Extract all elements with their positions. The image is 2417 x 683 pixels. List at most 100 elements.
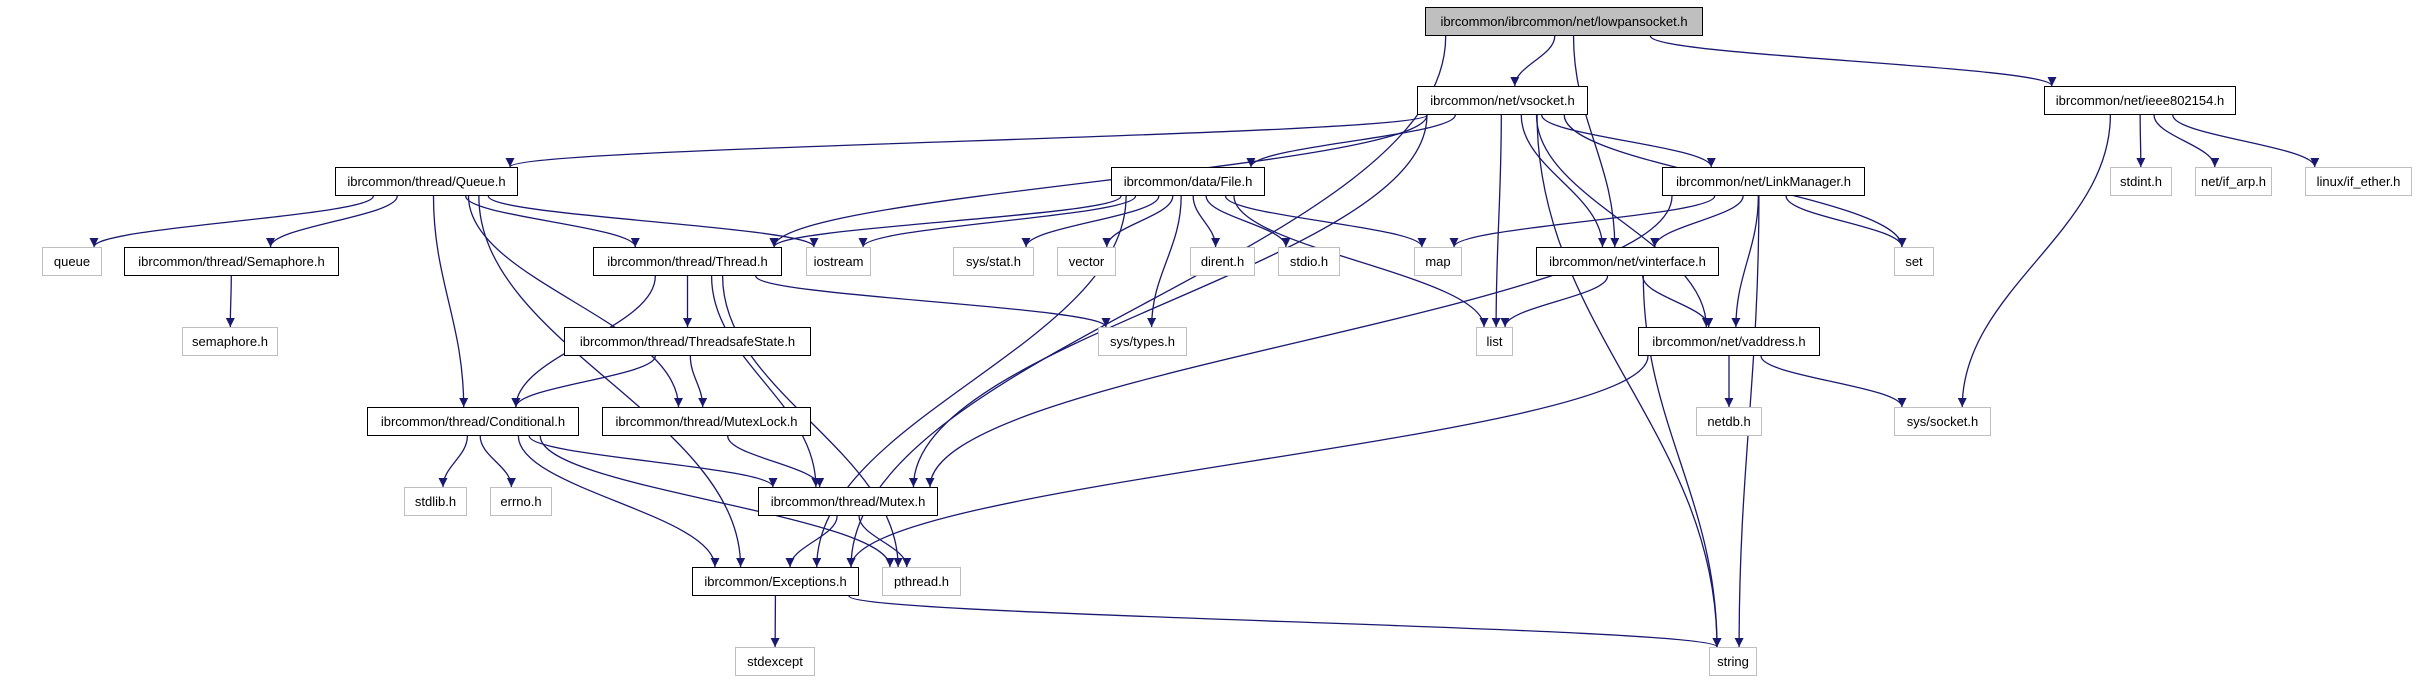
node-label: ibrcommon/net/LinkManager.h [1676,174,1851,189]
edge-file-h-to-sys-types [1147,195,1182,328]
node-stdint: stdint.h [2110,167,2172,196]
node-iostream: iostream [806,247,871,276]
node-label: iostream [813,254,864,269]
node-label: ibrcommon/thread/Queue.h [347,174,506,189]
edge-queue-h-to-exceptions [478,195,746,568]
node-linkmanager[interactable]: ibrcommon/net/LinkManager.h [1662,167,1865,196]
node-label: ibrcommon/net/vinterface.h [1549,254,1706,269]
node-label: ibrcommon/thread/ThreadsafeState.h [579,334,796,349]
node-semaphore: semaphore.h [182,327,278,356]
node-sys-socket: sys/socket.h [1894,407,1991,436]
node-vsocket[interactable]: ibrcommon/net/vsocket.h [1417,86,1588,115]
edge-file-h-to-dirent [1192,195,1221,248]
edge-linkmanager-to-set [1785,195,1907,248]
node-file-h[interactable]: ibrcommon/data/File.h [1111,167,1265,196]
edges-layer [89,35,2320,648]
edge-vsocket-to-vinterface [1520,114,1607,248]
edge-conditional-to-mutex [528,435,778,488]
node-stdexcept: stdexcept [735,647,815,676]
edge-file-h-to-thread-h [769,195,1122,248]
node-conditional[interactable]: ibrcommon/thread/Conditional.h [367,407,579,436]
node-if-arp: net/if_arp.h [2195,167,2272,196]
edge-queue-h-to-iostream [487,195,819,248]
node-mutexlock[interactable]: ibrcommon/thread/MutexLock.h [602,407,811,436]
edge-file-h-to-map [1224,195,1427,248]
edge-vsocket-to-list [1491,114,1502,328]
edge-queue-h-to-queue [89,195,374,248]
node-stdlib: stdlib.h [404,487,467,516]
node-label: ibrcommon/thread/Mutex.h [770,494,926,509]
edge-file-h-to-stdio [1205,195,1291,248]
node-string: string [1709,647,1757,676]
node-exceptions[interactable]: ibrcommon/Exceptions.h [692,567,859,596]
node-thread-h[interactable]: ibrcommon/thread/Thread.h [593,247,782,276]
edge-queue-h-to-thread-h [465,195,640,248]
edge-conditional-to-errno [479,435,516,488]
edge-ieee802154-to-stdint [2136,114,2146,168]
node-vaddress[interactable]: ibrcommon/net/vaddress.h [1638,327,1820,356]
node-label: ibrcommon/ibrcommon/net/lowpansocket.h [1440,14,1688,29]
edge-vsocket-to-file-h [1246,114,1456,168]
node-label: sys/types.h [1109,334,1176,349]
edge-vinterface-to-vaddress [1642,275,1714,328]
edge-linkmanager-to-mutex [925,195,1673,488]
node-sys-stat: sys/stat.h [953,247,1034,276]
node-map: map [1414,247,1462,276]
edge-vsocket-to-vaddress [1535,114,1711,328]
node-mutex[interactable]: ibrcommon/thread/Mutex.h [758,487,938,516]
node-dirent: dirent.h [1190,247,1255,276]
edge-linkmanager-to-map [1449,195,1716,248]
edge-file-h-to-vector [1102,195,1174,248]
edge-queue-h-to-conditional [432,195,469,408]
edge-queue-h-to-semaphore-h [266,195,398,248]
edge-conditional-to-stdlib [438,435,469,488]
node-label: errno.h [500,494,542,509]
node-vector: vector [1057,247,1116,276]
node-label: net/if_arp.h [2200,174,2267,189]
node-pthread: pthread.h [882,567,961,596]
node-label: string [1717,654,1749,669]
edge-lowpansocket-to-vsocket [1510,35,1556,87]
node-semaphore-h[interactable]: ibrcommon/thread/Semaphore.h [124,247,339,276]
edge-queue-h-to-mutexlock [467,195,683,408]
node-label: queue [53,254,91,269]
node-label: ibrcommon/net/ieee802154.h [2055,93,2225,108]
node-label: stdio.h [1289,254,1329,269]
node-label: ibrcommon/net/vsocket.h [1430,93,1575,108]
node-queue-h[interactable]: ibrcommon/thread/Queue.h [335,167,518,196]
edge-mutex-to-pthread [858,515,912,568]
edge-lowpansocket-to-ieee802154 [1649,35,2057,87]
edge-thread-h-to-mutex [710,275,821,488]
edge-exceptions-to-string [848,595,1722,648]
edge-file-h-to-sys-stat [1021,195,1160,248]
edge-file-h-to-iostream [858,195,1137,248]
node-label: semaphore.h [192,334,268,349]
node-label: set [1905,254,1923,269]
edge-vsocket-to-string [1536,114,1722,648]
node-ieee802154[interactable]: ibrcommon/net/ieee802154.h [2044,86,2236,115]
edge-file-h-to-list [1233,195,1489,328]
node-label: dirent.h [1200,254,1245,269]
edge-vsocket-to-linkmanager [1541,114,1716,168]
node-list: list [1476,327,1513,356]
edge-ieee802154-to-if-ether [2172,114,2320,168]
edge-mutexlock-to-mutex [727,435,825,488]
node-label: linux/if_ether.h [2316,174,2401,189]
node-netdb: netdb.h [1696,407,1762,436]
node-label: stdlib.h [414,494,457,509]
edge-conditional-to-pthread [539,435,895,568]
edge-vsocket-to-queue-h [505,114,1428,168]
node-if-ether: linux/if_ether.h [2305,167,2412,196]
node-label: ibrcommon/thread/Conditional.h [380,414,566,429]
edge-threadsafestate-to-mutexlock [689,355,708,408]
node-threadsafestate[interactable]: ibrcommon/thread/ThreadsafeState.h [564,327,811,356]
node-lowpansocket[interactable]: ibrcommon/ibrcommon/net/lowpansocket.h [1425,7,1703,36]
node-stdio: stdio.h [1278,247,1340,276]
edge-vaddress-to-sys-socket [1760,355,1907,408]
edge-mutex-to-exceptions [785,515,838,568]
node-label: pthread.h [894,574,949,589]
edge-thread-h-to-sys-types [755,275,1111,328]
node-label: ibrcommon/data/File.h [1123,174,1253,189]
node-vinterface[interactable]: ibrcommon/net/vinterface.h [1536,247,1719,276]
